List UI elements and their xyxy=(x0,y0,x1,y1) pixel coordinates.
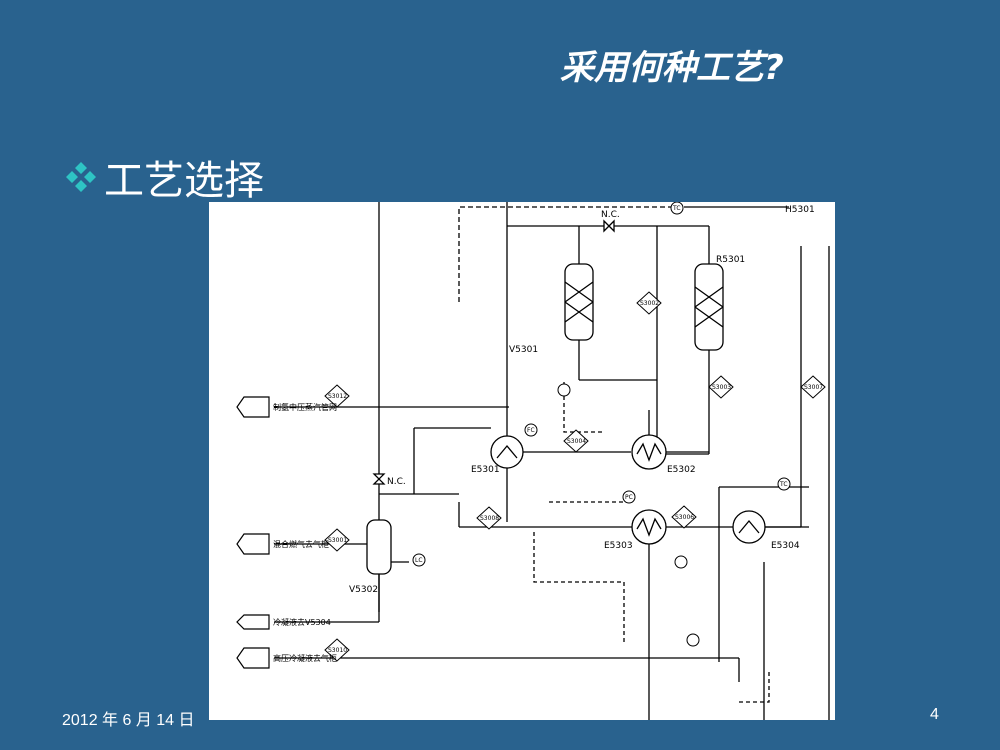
instrument-label-tc-top: TC xyxy=(672,205,681,212)
stream-label-5: S3008 xyxy=(480,515,499,522)
normally-closed-label-top: N.C. xyxy=(601,210,620,220)
stream-label-8: S3001 xyxy=(328,537,347,544)
line-label-1: 制氢中压蒸汽管网 xyxy=(273,402,337,412)
normally-closed-label-main: N.C. xyxy=(387,477,406,487)
line-label-2: 混合燃气去气柜 xyxy=(273,539,329,549)
instrument-label-pc: PC xyxy=(625,494,633,501)
footer-date: 2012 年 6 月 14 日 xyxy=(62,712,195,729)
process-flow-drawing: H5301 R5301 V5301 E5301 E5302 E5303 E530… xyxy=(236,202,830,720)
equipment-label-v5302: V5302 xyxy=(349,585,378,595)
stream-label-7: S3007 xyxy=(804,384,823,391)
line-label-4: 高压冷凝液去气柜 xyxy=(273,653,337,663)
equipment-label-r5301: R5301 xyxy=(716,255,745,265)
bullet-item: 工艺选择 xyxy=(64,148,264,206)
equipment-label-h5301: H5301 xyxy=(785,205,815,215)
page-number: 4 xyxy=(930,706,939,723)
instrument-label-fc: FC xyxy=(527,427,535,434)
instrument-label-tc-right: TC xyxy=(779,481,788,488)
slide-title: 采用何种工艺? xyxy=(560,48,784,88)
equipment-label-v5301: V5301 xyxy=(509,345,538,355)
stream-label-4: S3004 xyxy=(567,438,586,445)
stream-label-6: S3006 xyxy=(675,514,694,521)
bullet-text: 工艺选择 xyxy=(104,158,264,204)
diamond-bullet-icon xyxy=(66,162,96,192)
equipment-label-e5302: E5302 xyxy=(667,465,696,475)
line-label-3: 冷凝液去V5304 xyxy=(273,617,331,627)
equipment-label-e5303: E5303 xyxy=(604,541,633,551)
stream-label-2: S3002 xyxy=(640,300,659,307)
stream-label-9: S3010 xyxy=(328,647,347,654)
instrument-label-lc: LC xyxy=(415,557,423,564)
equipment-label-e5304: E5304 xyxy=(771,541,800,551)
process-flow-diagram: H5301 R5301 V5301 E5301 E5302 E5303 E530… xyxy=(209,202,835,720)
stream-label-1: S3012 xyxy=(328,393,347,400)
equipment-label-e5301: E5301 xyxy=(471,465,500,475)
stream-label-3: S3003 xyxy=(712,384,731,391)
